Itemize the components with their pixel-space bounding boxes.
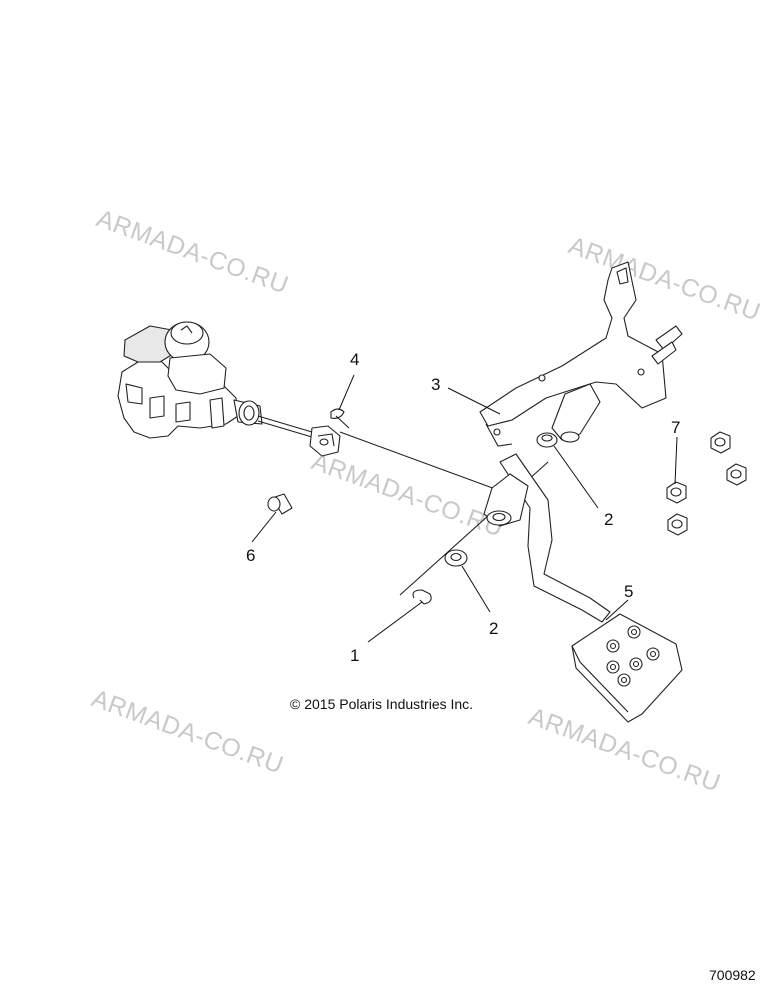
leader-4 xyxy=(338,374,355,411)
leader-5 xyxy=(605,599,629,621)
watermark-center: ARMADA-CO.RU xyxy=(308,447,507,542)
brake-pedal xyxy=(483,453,683,723)
watermark-top-right: ARMADA-CO.RU xyxy=(565,231,764,326)
flange-nuts xyxy=(666,431,747,536)
leader-2-upper xyxy=(553,445,599,509)
leader-7 xyxy=(674,436,678,485)
drawing-number: 700982 xyxy=(709,967,756,983)
clevis-pin xyxy=(267,493,293,515)
callout-6: 6 xyxy=(246,546,255,565)
clevis-yoke xyxy=(309,425,341,457)
leader-3 xyxy=(447,387,501,415)
leader-1 xyxy=(367,601,423,643)
callout-2-lower: 2 xyxy=(489,619,498,638)
callout-1: 1 xyxy=(350,646,359,665)
watermark-top-left: ARMADA-CO.RU xyxy=(93,204,292,299)
master-cylinder xyxy=(117,321,313,439)
cotter-pin xyxy=(330,408,350,429)
leader-2-lower xyxy=(461,565,491,613)
callout-3: 3 xyxy=(431,375,440,394)
push-rod-line xyxy=(339,431,499,491)
washer-lower xyxy=(444,549,468,567)
callout-4: 4 xyxy=(350,350,359,369)
retaining-ring xyxy=(412,589,432,605)
pedal-bracket xyxy=(479,261,683,447)
bushing-upper xyxy=(536,432,558,448)
callout-7: 7 xyxy=(671,418,680,437)
callout-2-upper: 2 xyxy=(604,510,613,529)
callout-5: 5 xyxy=(624,582,633,601)
watermark-bottom-left: ARMADA-CO.RU xyxy=(88,684,287,779)
leader-6 xyxy=(251,511,277,543)
copyright-text: © 2015 Polaris Industries Inc. xyxy=(290,696,473,712)
